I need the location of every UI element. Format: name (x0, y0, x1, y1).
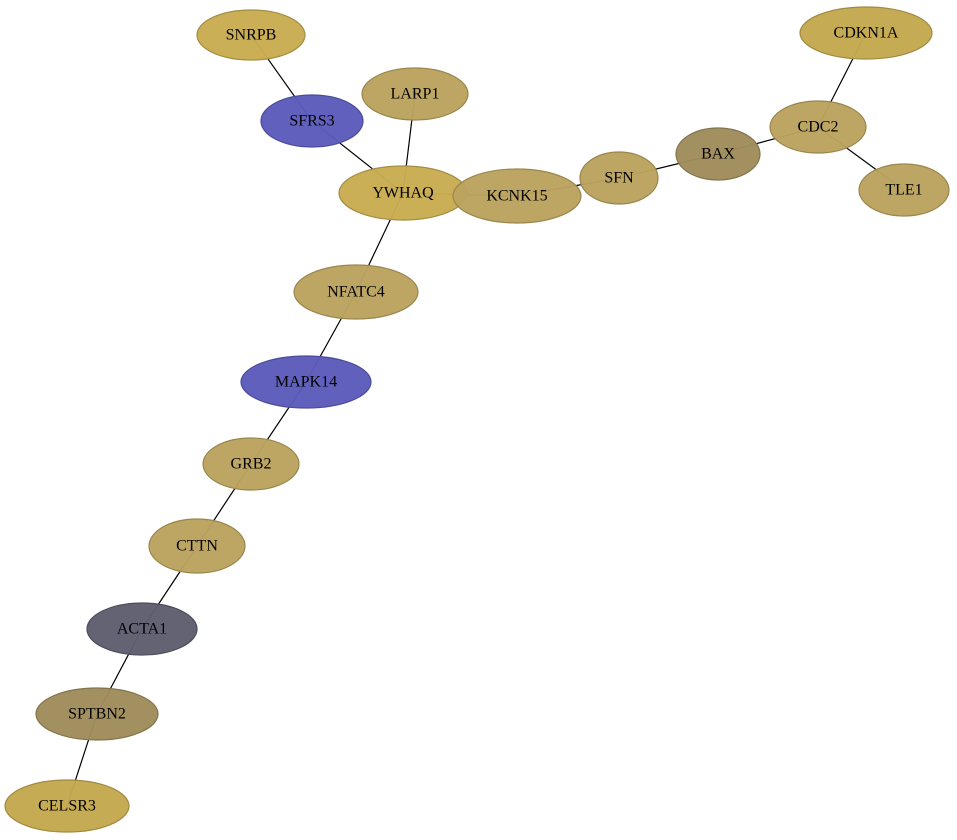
node-label-cdkn1a: CDKN1A (834, 25, 899, 42)
node-label-acta1: ACTA1 (117, 621, 167, 638)
node-shape-kcnk15[interactable] (452, 168, 582, 224)
node-label-grb2: GRB2 (231, 456, 272, 473)
node-shape-grb2[interactable] (202, 437, 300, 491)
node-shape-acta1[interactable] (86, 602, 198, 656)
node-label-cttn: CTTN (176, 538, 218, 555)
node-label-sfn: SFN (604, 170, 634, 187)
node-kcnk15[interactable]: KCNK15 (452, 168, 582, 224)
node-label-mapk14: MAPK14 (275, 374, 337, 391)
node-shape-cdkn1a[interactable] (799, 6, 933, 60)
node-label-sfrs3: SFRS3 (289, 113, 334, 130)
node-shape-cttn[interactable] (148, 518, 246, 574)
node-label-larp1: LARP1 (391, 86, 440, 103)
node-sptbn2[interactable]: SPTBN2 (35, 687, 159, 741)
node-snrpb[interactable]: SNRPB (196, 9, 306, 61)
node-label-ywhaq: YWHAQ (372, 185, 434, 202)
node-label-sptbn2: SPTBN2 (68, 706, 126, 723)
node-larp1[interactable]: LARP1 (361, 67, 469, 121)
node-nfatc4[interactable]: NFATC4 (293, 264, 419, 320)
node-shape-nfatc4[interactable] (293, 264, 419, 320)
node-shape-bax[interactable] (675, 127, 761, 181)
edges-layer (66, 32, 905, 807)
node-ywhaq[interactable]: YWHAQ (338, 165, 468, 221)
node-shape-sptbn2[interactable] (35, 687, 159, 741)
node-shape-sfrs3[interactable] (260, 94, 364, 148)
node-cdc2[interactable]: CDC2 (769, 100, 867, 154)
node-cttn[interactable]: CTTN (148, 518, 246, 574)
node-cdkn1a[interactable]: CDKN1A (799, 6, 933, 60)
node-label-snrpb: SNRPB (226, 27, 277, 44)
node-tle1[interactable]: TLE1 (858, 163, 950, 217)
node-shape-larp1[interactable] (361, 67, 469, 121)
node-shape-celsr3[interactable] (4, 779, 130, 833)
node-grb2[interactable]: GRB2 (202, 437, 300, 491)
node-label-celsr3: CELSR3 (38, 798, 96, 815)
node-shape-cdc2[interactable] (769, 100, 867, 154)
node-label-bax: BAX (701, 146, 735, 163)
node-acta1[interactable]: ACTA1 (86, 602, 198, 656)
node-shape-snrpb[interactable] (196, 9, 306, 61)
node-shape-tle1[interactable] (858, 163, 950, 217)
node-label-nfatc4: NFATC4 (327, 284, 385, 301)
node-label-tle1: TLE1 (885, 182, 922, 199)
node-bax[interactable]: BAX (675, 127, 761, 181)
node-label-kcnk15: KCNK15 (486, 188, 547, 205)
node-celsr3[interactable]: CELSR3 (4, 779, 130, 833)
node-shape-sfn[interactable] (579, 151, 659, 205)
node-mapk14[interactable]: MAPK14 (240, 355, 372, 409)
node-shape-mapk14[interactable] (240, 355, 372, 409)
node-label-cdc2: CDC2 (798, 119, 839, 136)
node-sfrs3[interactable]: SFRS3 (260, 94, 364, 148)
node-sfn[interactable]: SFN (579, 151, 659, 205)
